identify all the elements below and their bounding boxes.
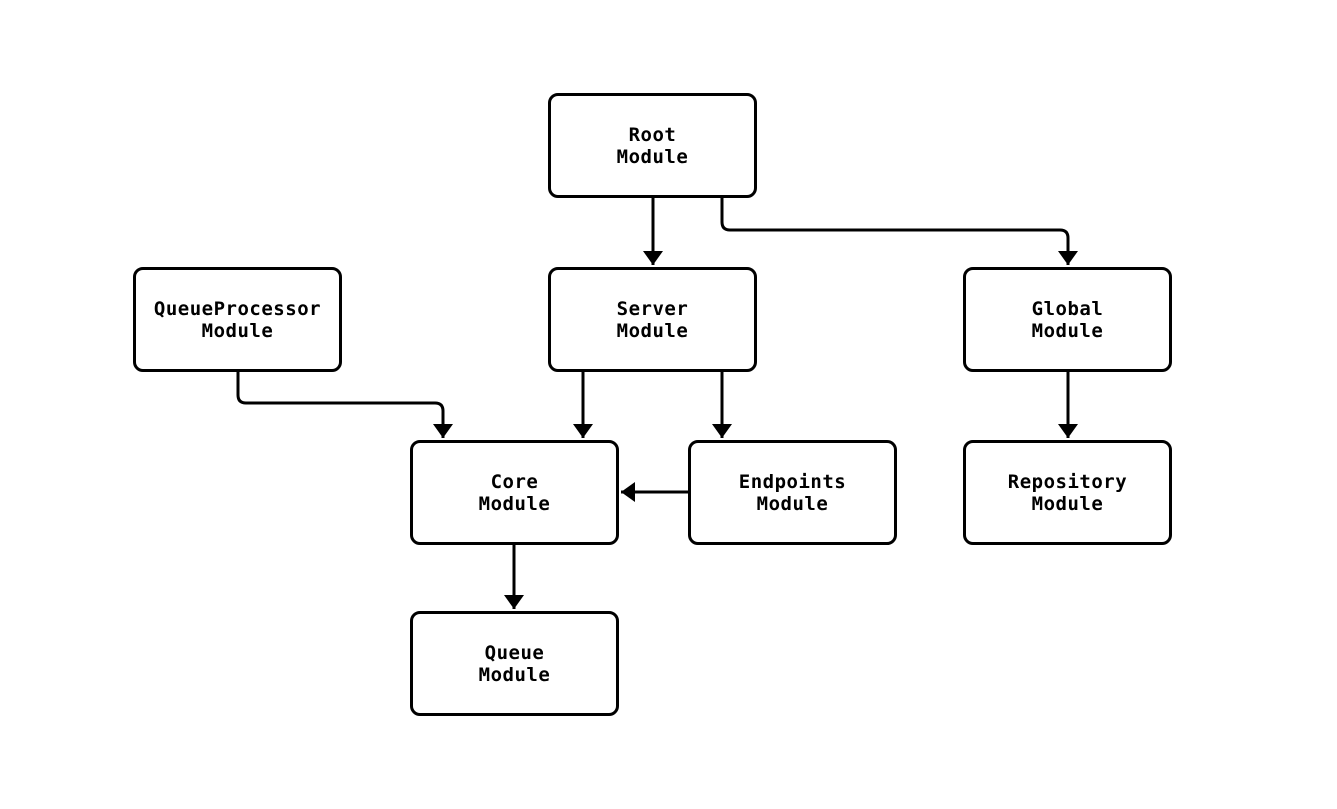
node-label-line1: Core bbox=[490, 470, 539, 493]
node-core-module: Core Module bbox=[410, 440, 619, 545]
node-label-line1: Global bbox=[1031, 297, 1104, 320]
node-queueprocessor-module: QueueProcessor Module bbox=[133, 267, 342, 372]
node-label-line2: Module bbox=[756, 492, 829, 515]
node-label-line2: Module bbox=[616, 319, 689, 342]
node-label-line2: Module bbox=[201, 319, 274, 342]
node-label-line1: QueueProcessor bbox=[153, 297, 322, 320]
node-label-line2: Module bbox=[616, 145, 689, 168]
edge-root-to-global bbox=[720, 198, 1078, 265]
node-root-module: Root Module bbox=[548, 93, 757, 198]
node-label-line1: Endpoints bbox=[738, 470, 847, 493]
node-label-line2: Module bbox=[478, 492, 551, 515]
node-server-module: Server Module bbox=[548, 267, 757, 372]
node-endpoints-module: Endpoints Module bbox=[688, 440, 897, 545]
node-queue-module: Queue Module bbox=[410, 611, 619, 716]
node-global-module: Global Module bbox=[963, 267, 1172, 372]
node-label-line1: Queue bbox=[484, 641, 545, 664]
node-label-line1: Repository bbox=[1007, 470, 1128, 493]
node-label-line1: Root bbox=[628, 123, 677, 146]
node-label-line2: Module bbox=[478, 663, 551, 686]
node-label-line2: Module bbox=[1031, 319, 1104, 342]
edge-queueprocessor-to-core bbox=[236, 372, 453, 438]
node-label-line1: Server bbox=[616, 297, 689, 320]
node-repository-module: Repository Module bbox=[963, 440, 1172, 545]
node-label-line2: Module bbox=[1031, 492, 1104, 515]
